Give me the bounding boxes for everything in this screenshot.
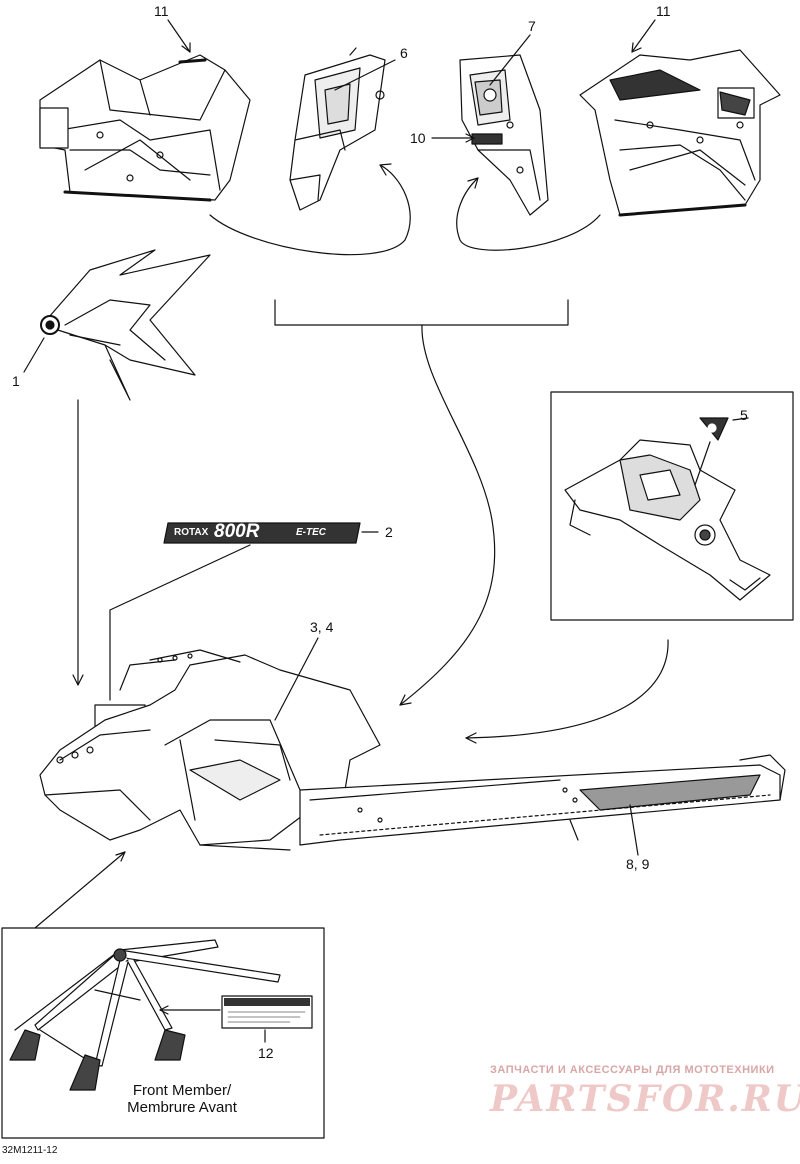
arrow-console-to-body xyxy=(465,639,669,739)
connector-curve-left xyxy=(209,164,411,256)
callout-3-4: 3, 4 xyxy=(310,619,334,635)
side-cover-right xyxy=(459,54,549,216)
hood-nose xyxy=(40,249,211,401)
side-cover-left xyxy=(289,47,386,211)
leader-11-right xyxy=(631,19,656,53)
front-member-caption: Front Member/ Membrure Avant xyxy=(102,1082,262,1116)
callout-8-9: 8, 9 xyxy=(626,856,650,872)
arrow-frame-to-body xyxy=(34,851,126,929)
group-bracket xyxy=(274,299,569,326)
callout-11-right: 11 xyxy=(656,3,671,19)
leader-8-9 xyxy=(629,804,639,856)
decal-model: 800R xyxy=(214,521,260,542)
callout-7: 7 xyxy=(528,18,536,34)
callout-6: 6 xyxy=(400,45,408,61)
decal-suffix: E-TEC xyxy=(296,527,326,538)
watermark-site: PARTSFOR.RU xyxy=(490,1078,800,1120)
leader-3-4 xyxy=(274,637,319,721)
decal-brand: ROTAX xyxy=(174,527,209,538)
rotax-decal xyxy=(163,522,361,544)
drawing-code: 32M1211-12 xyxy=(2,1145,58,1156)
leader-7 xyxy=(489,34,531,86)
side-panel-left xyxy=(39,54,251,202)
callout-1: 1 xyxy=(12,373,20,389)
arrow-bracket-to-body xyxy=(399,324,496,706)
console xyxy=(564,439,771,601)
callout-2: 2 xyxy=(385,524,393,540)
console-inset-frame xyxy=(550,391,794,621)
snowmobile-body xyxy=(39,649,786,851)
callout-10: 10 xyxy=(410,130,426,146)
connector-curve-right xyxy=(456,177,601,251)
caption-line-1: Front Member/ xyxy=(132,1082,232,1099)
callout-12: 12 xyxy=(258,1045,274,1061)
watermark-tagline: ЗАПЧАСТИ И АКСЕССУАРЫ ДЛЯ МОТОТЕХНИКИ xyxy=(490,1064,775,1076)
leader-1 xyxy=(23,337,45,373)
caption-line-2: Membrure Avant xyxy=(127,1099,237,1116)
leader-6 xyxy=(334,59,396,91)
front-member-inset-frame xyxy=(1,927,325,1139)
callout-5: 5 xyxy=(740,407,748,423)
leader-2-body xyxy=(109,544,251,701)
leader-11-left xyxy=(167,19,191,53)
callout-11-left: 11 xyxy=(154,3,169,19)
side-panel-right xyxy=(579,49,781,217)
front-member-frame xyxy=(9,939,281,1091)
leader-5 xyxy=(732,417,749,421)
